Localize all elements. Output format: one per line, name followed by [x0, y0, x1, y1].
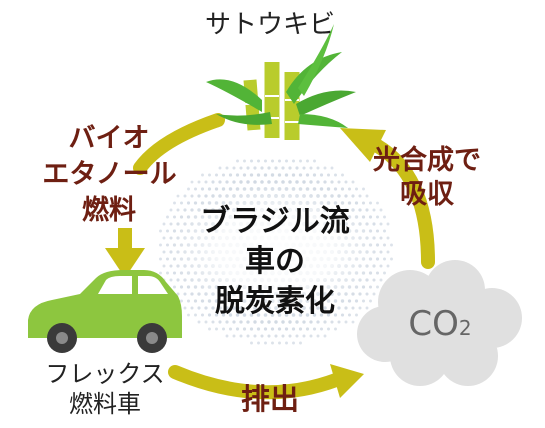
arrow-fuel-to-car-head — [105, 248, 145, 278]
arrow-car-emission-head — [330, 364, 364, 398]
cloud-icon — [357, 260, 522, 386]
node-sugarcane-label: サトウキビ — [204, 10, 335, 40]
co2-subscript: 2 — [458, 316, 472, 340]
car-icon — [28, 270, 182, 353]
edge-emission-label: 排出 — [240, 382, 299, 416]
co2-main-text: CO — [408, 304, 459, 344]
edge-bio-ethanol-line1: バイオ — [68, 123, 150, 154]
sugarcane-icon — [206, 24, 356, 140]
arrow-car-emission — [168, 365, 343, 400]
center-title-line1: ブラジル流 — [200, 204, 350, 239]
edge-photosynthesis-line1: 光合成で — [373, 145, 481, 176]
center-title-line2: 車の — [245, 244, 305, 279]
arrow-co2-to-sugarcane — [369, 138, 435, 269]
center-halo-glow — [170, 180, 380, 320]
cycle-arrows — [105, 113, 435, 400]
arrow-co2-to-sugarcane-head — [340, 128, 386, 162]
edge-bio-ethanol-line3: 燃料 — [82, 195, 136, 226]
arrow-sugarcane-to-fuel — [133, 113, 225, 175]
node-car-label-line2: 燃料車 — [69, 390, 141, 418]
node-car-label-line1: フレックス — [45, 360, 165, 388]
node-co2-label: CO2 — [390, 304, 490, 344]
center-title-line3: 脱炭素化 — [215, 284, 335, 319]
edge-bio-ethanol-line2: エタノール — [42, 159, 177, 190]
edge-photosynthesis-line2: 吸収 — [400, 179, 454, 210]
